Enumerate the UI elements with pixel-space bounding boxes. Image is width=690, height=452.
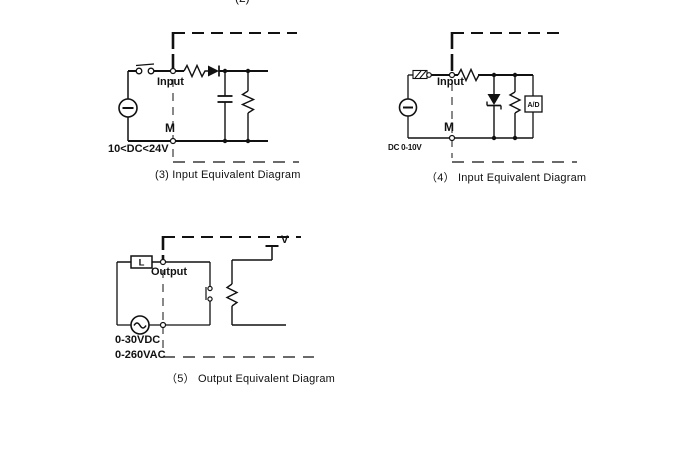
voltage-terminal-icon — [265, 245, 279, 260]
ac-source-icon — [130, 315, 150, 335]
wire — [407, 74, 534, 139]
diagram5-caption: （5） Output Equivalent Diagram — [166, 373, 336, 385]
dc-source-icon — [118, 98, 138, 118]
ad-converter-label: A/D — [527, 102, 539, 109]
resistor-icon — [183, 63, 208, 79]
wire — [127, 70, 268, 142]
diode-icon — [208, 65, 220, 77]
partial-figure-2-label: (2) — [235, 0, 250, 5]
zener-diode-icon — [486, 75, 502, 138]
terminal-node — [169, 67, 177, 145]
module-boundary-dashed — [171, 32, 299, 163]
resistor-icon — [508, 75, 522, 138]
capacitor-icon — [217, 71, 233, 141]
switch-icon — [135, 63, 155, 75]
load-box: L — [130, 255, 153, 269]
diagram3-m-terminal-label: M — [165, 121, 175, 135]
diagram5-v-terminal-label: V — [281, 234, 289, 246]
relay-contact-icon — [205, 285, 213, 302]
fuse-icon — [412, 69, 432, 80]
diagram5-dc-voltage-range-label: 0-30VDC — [115, 334, 161, 346]
module-boundary-dashed — [161, 236, 314, 358]
diagram5-output-label: Output — [151, 266, 188, 278]
diagram5-ac-voltage-range-label: 0-260VAC — [115, 349, 166, 361]
diagram3-circuit — [118, 32, 299, 163]
diagram4-m-terminal-label: M — [444, 120, 454, 134]
junction-dot — [222, 68, 251, 144]
diagram4-voltage-range-label: DC 0-10V — [388, 143, 422, 152]
diagram3-input-label: Input — [157, 76, 184, 88]
terminal-node — [448, 71, 456, 142]
terminal-node — [159, 258, 167, 329]
meter-branch-wire — [231, 259, 286, 326]
diagram4-input-label: Input — [437, 76, 464, 88]
resistor-icon — [225, 283, 239, 307]
module-boundary-dashed — [450, 32, 577, 163]
diagram5-circuit: L — [116, 236, 314, 358]
diagram4-caption: （4） Input Equivalent Diagram — [426, 172, 587, 184]
resistor-icon — [457, 67, 480, 83]
dc-source-icon — [398, 98, 418, 117]
resistor-icon — [240, 71, 256, 141]
diagram3-caption: (3) Input Equivalent Diagram — [155, 169, 301, 181]
junction-dot — [491, 72, 518, 141]
ad-converter-box: A/D — [524, 95, 543, 113]
diagram3-voltage-range-label: 10<DC<24V — [108, 143, 169, 155]
diagram4-circuit: A/D — [398, 32, 577, 163]
load-label: L — [139, 258, 145, 269]
